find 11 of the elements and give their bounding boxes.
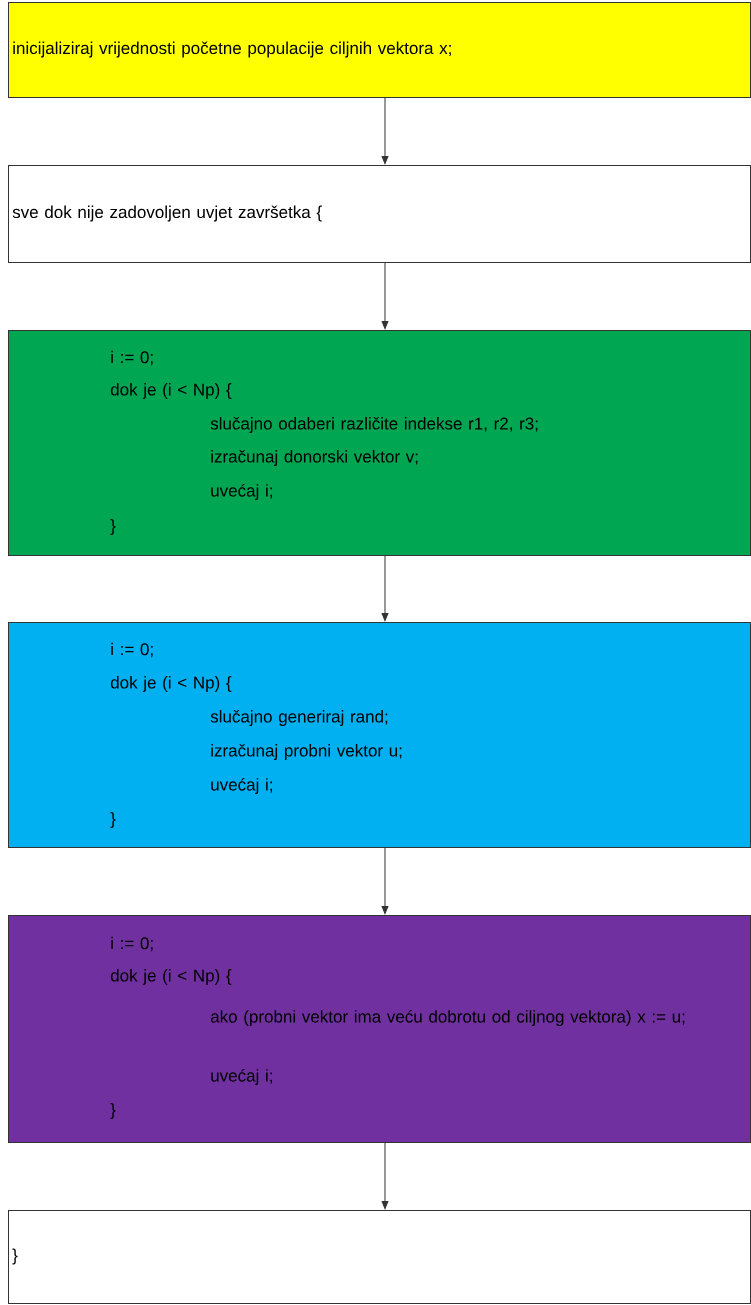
process-box: i := 0; dok je (i < Np) { slučajno generiraj rand; izračunaj probni vektor u; uvećaj i; }	[8, 622, 751, 848]
process-box: inicijaliziraj vrijednosti početne populacije ciljnih vektora x;	[8, 2, 751, 98]
arrow	[381, 262, 389, 330]
arrow	[381, 847, 389, 915]
process-box: sve dok nije zadovoljen uvjet završetka {	[8, 165, 751, 263]
process-box: i := 0; dok je (i < Np) { slučajno odaberi različite indekse r1, r2, r3; izračunaj donorski vektor v; uvećaj i; }	[8, 330, 751, 556]
process-box: i := 0; dok je (i < Np) { ako (probni vektor ima veću dobrotu od ciljnog vektora) x := u; uvećaj i; }	[8, 915, 751, 1143]
arrow	[381, 1142, 389, 1210]
arrow	[381, 97, 389, 165]
arrow	[381, 555, 389, 622]
process-box: }	[8, 1210, 751, 1304]
